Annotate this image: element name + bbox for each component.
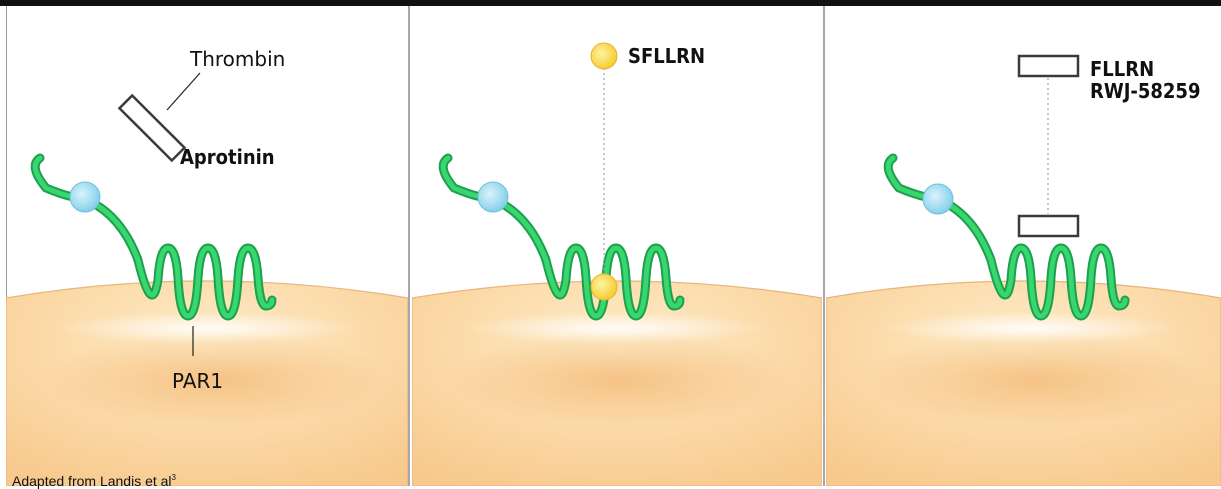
caption: Adapted from Landis et al3 xyxy=(12,470,176,489)
cell-shading xyxy=(445,332,795,428)
bound-fllrn-icon xyxy=(1019,216,1078,236)
caption-superscript: 3 xyxy=(172,473,176,482)
aprotinin-label: Aprotinin xyxy=(180,145,275,169)
cell-shading xyxy=(860,332,1210,428)
rwj-58259-label: RWJ-58259 xyxy=(1090,79,1200,103)
sfllrn-icon xyxy=(591,43,617,69)
thrombin-label: Thrombin xyxy=(189,47,285,71)
glycan-icon xyxy=(923,184,953,214)
open-rectangle-icon xyxy=(119,95,184,160)
caption-text: Adapted from Landis et al xyxy=(12,473,172,489)
fllrn-label: FLLRN xyxy=(1090,57,1154,81)
bound-sfllrn-icon xyxy=(591,274,617,300)
panel-3: FLLRN RWJ-58259 xyxy=(826,56,1221,486)
fllrn-icon xyxy=(1019,56,1078,76)
panel-2: SFLLRN xyxy=(412,43,822,486)
thrombin-leader-line xyxy=(167,73,200,110)
sfllrn-label: SFLLRN xyxy=(628,44,705,68)
panel-1: Thrombin Aprotinin PAR1 xyxy=(6,47,408,486)
top-border xyxy=(0,0,1221,6)
glycan-icon xyxy=(478,182,508,212)
par1-label: PAR1 xyxy=(172,369,223,393)
glycan-icon xyxy=(70,182,100,212)
